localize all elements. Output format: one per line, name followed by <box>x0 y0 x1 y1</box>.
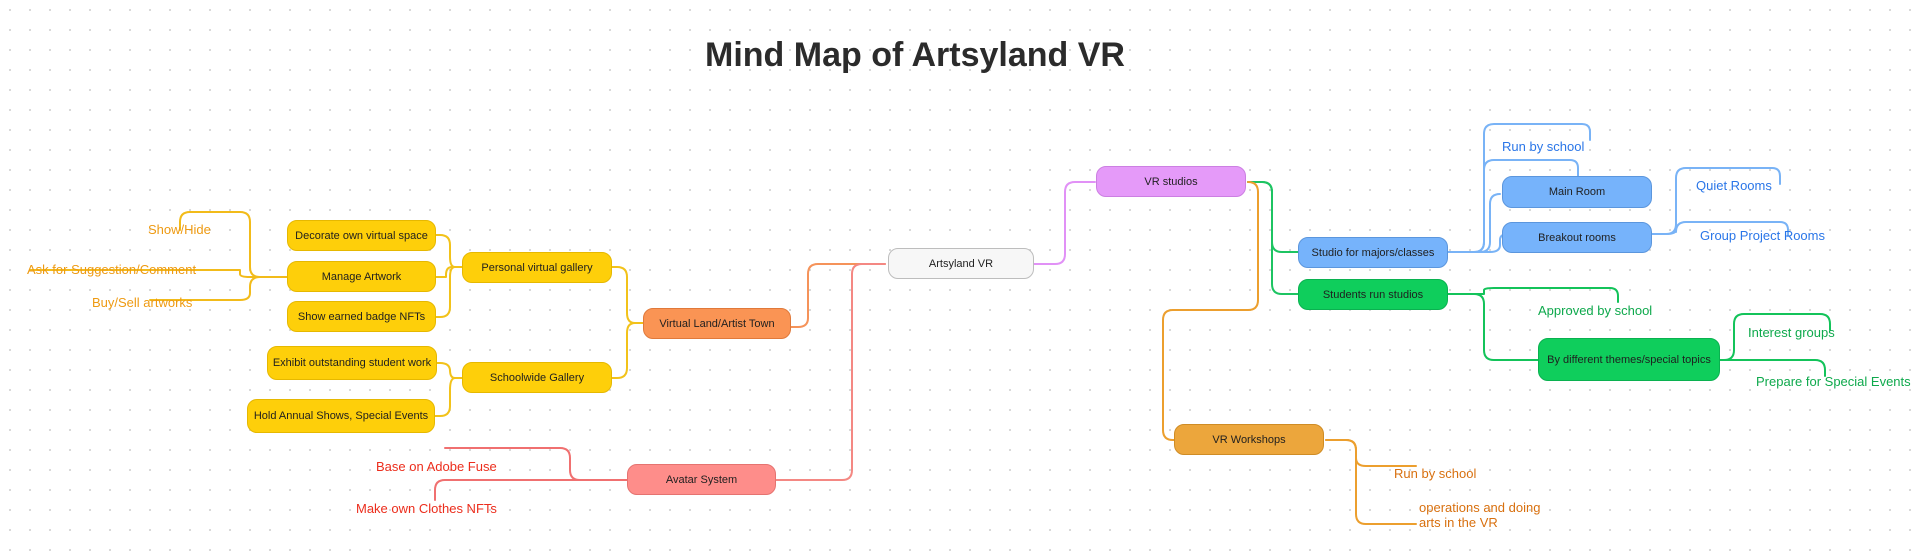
node-avatar-system: Avatar System <box>627 464 776 495</box>
edge-schoolwide-annual <box>434 377 463 417</box>
leaf-prepare-special-events: Prepare for Special Events <box>1756 374 1911 389</box>
page-title: Mind Map of Artsyland VR <box>705 36 1125 74</box>
leaf-approved-by-school: Approved by school <box>1538 303 1653 318</box>
edge-manage-ask <box>29 269 288 278</box>
leaf-operations-line1: operations and doing <box>1419 500 1541 515</box>
node-breakout-rooms: Breakout rooms <box>1502 222 1652 253</box>
edge-personal-badge <box>435 266 463 318</box>
edge-manage-showhide <box>179 211 288 278</box>
edge-virtual-land-schoolwide <box>611 322 644 379</box>
leaf-make-clothes-nfts: Make own Clothes NFTs <box>356 501 497 516</box>
edge-majors-mainroom <box>1447 159 1579 253</box>
edge-manage-buysell <box>149 276 288 301</box>
leaf-ask-suggestion: Ask for Suggestion/Comment <box>27 262 197 277</box>
leaf-operations-line2: arts in the VR <box>1419 515 1498 530</box>
node-main-room: Main Room <box>1502 176 1652 208</box>
node-virtual-land: Virtual Land/Artist Town <box>643 308 791 339</box>
leaf-show-hide: Show/Hide <box>148 222 211 237</box>
edge-avatar-clothes <box>434 479 628 501</box>
node-artsyland-vr: Artsyland VR <box>888 248 1034 279</box>
edge-breakout-quiet <box>1649 167 1781 235</box>
edge-root-virtual-land <box>789 263 886 328</box>
edge-students-themes <box>1447 293 1543 361</box>
node-annual-shows: Hold Annual Shows, Special Events <box>247 399 435 433</box>
edge-root-vr-studios <box>1033 181 1096 265</box>
edge-workshops-operations <box>1325 439 1417 525</box>
node-schoolwide-gallery: Schoolwide Gallery <box>462 362 612 393</box>
edge-vrstudios-workshops <box>1162 181 1259 441</box>
leaf-workshops-run-by-school: Run by school <box>1394 466 1477 481</box>
edge-themes-interest <box>1719 313 1831 361</box>
leaf-group-project-rooms: Group Project Rooms <box>1700 228 1825 243</box>
node-students-run: Students run studios <box>1298 279 1448 310</box>
leaf-buy-sell: Buy/Sell artworks <box>92 295 193 310</box>
edge-majors-mainroom-link <box>1447 193 1501 253</box>
edge-schoolwide-exhibit <box>436 362 463 379</box>
edge-virtual-land-personal <box>611 266 644 324</box>
edge-themes-prepare <box>1719 359 1826 377</box>
node-decorate-space: Decorate own virtual space <box>287 220 436 251</box>
edge-vrstudios-students <box>1247 181 1299 295</box>
edge-personal-manage <box>435 266 463 278</box>
node-exhibit-student-work: Exhibit outstanding student work <box>267 346 437 380</box>
leaf-quiet-rooms: Quiet Rooms <box>1696 178 1772 193</box>
leaf-run-by-school: Run by school <box>1502 139 1585 154</box>
node-show-badge: Show earned badge NFTs <box>287 301 436 332</box>
edge-majors-breakout <box>1447 233 1509 253</box>
node-manage-artwork: Manage Artwork <box>287 261 436 292</box>
edge-breakout-group <box>1649 221 1789 237</box>
edge-root-avatar <box>775 263 886 481</box>
leaf-base-adobe-fuse: Base on Adobe Fuse <box>376 459 497 474</box>
node-studio-majors: Studio for majors/classes <box>1298 237 1448 268</box>
leaf-interest-groups: Interest groups <box>1748 325 1835 340</box>
edge-workshops-runbyschool <box>1325 439 1417 467</box>
edge-personal-decorate <box>435 234 463 268</box>
node-vr-workshops: VR Workshops <box>1174 424 1324 455</box>
node-vr-studios: VR studios <box>1096 166 1246 197</box>
edge-students-approved <box>1447 287 1619 303</box>
node-by-themes: By different themes/special topics <box>1538 338 1720 381</box>
node-personal-gallery: Personal virtual gallery <box>462 252 612 283</box>
